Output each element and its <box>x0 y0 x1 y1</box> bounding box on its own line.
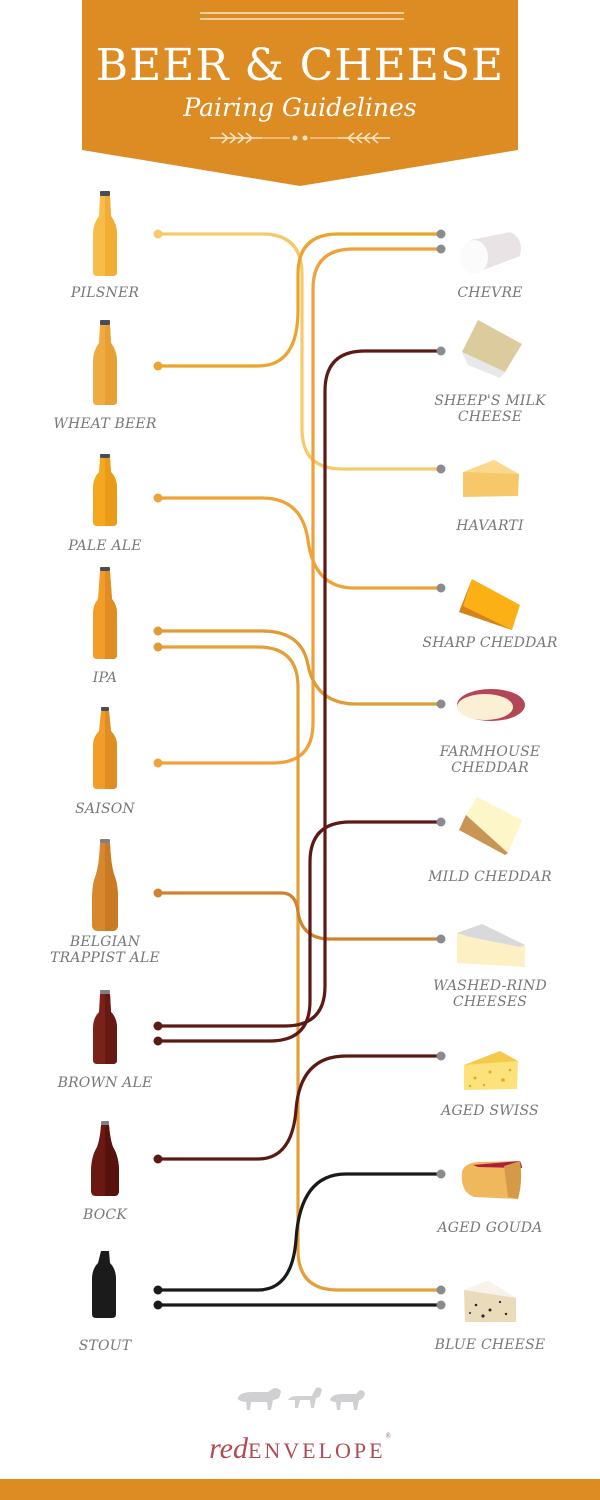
redenvelope-logo[interactable]: redENVELOPE® <box>0 1432 600 1466</box>
line-brownale-mildcheddar <box>156 820 442 1043</box>
cheese-label-washed-rind: WASHED-RIND CHEESES <box>410 978 570 1010</box>
bottle-wheat-beer-icon <box>93 320 117 405</box>
logo-script: red <box>209 1432 248 1465</box>
cheese-farmhouse-cheddar-icon <box>457 689 525 721</box>
banner-shape <box>82 0 518 186</box>
beer-label-ipa: IPA <box>92 670 118 686</box>
beer-label-wheat-beer: WHEAT BEER <box>53 416 157 432</box>
cheese-label-farmhouse-line2: CHEDDAR <box>451 760 529 776</box>
header-banner: BEER & CHEESE Pairing Guidelines <box>82 0 518 186</box>
cheese-endpoints <box>436 229 446 1310</box>
bottle-stout-icon <box>92 1251 116 1318</box>
bottle-pilsner-icon <box>93 191 117 276</box>
cheese-aged-swiss-icon <box>464 1051 518 1090</box>
bottle-bock-icon <box>91 1121 119 1196</box>
logo-caps: ENVELOPE <box>247 1438 386 1463</box>
cheese-label-washed-rind-line2: CHEESES <box>452 994 528 1010</box>
logo-registered-mark: ® <box>385 1432 391 1440</box>
cheese-label-aged-gouda: AGED GOUDA <box>437 1220 543 1236</box>
beer-label-saison: SAISON <box>75 801 135 817</box>
cheese-label-havarti: HAVARTI <box>456 518 524 534</box>
line-bock-agedswiss <box>156 1054 442 1161</box>
cheese-mild-cheddar-icon <box>459 797 522 855</box>
cheese-label-sheeps-milk: SHEEP'S MILK CHEESE <box>410 393 570 425</box>
line-stout-agedgouda <box>156 1172 442 1292</box>
line-paleale-sharpcheddar <box>156 496 442 590</box>
wheat-ornament-icon <box>210 132 390 144</box>
bottle-brown-ale-icon <box>93 990 117 1064</box>
cheese-label-blue-cheese: BLUE CHEESE <box>434 1337 546 1353</box>
line-ipa-bluecheese <box>156 645 442 1292</box>
cheese-label-aged-swiss: AGED SWISS <box>441 1103 539 1119</box>
beer-label-pale-ale: PALE ALE <box>68 538 142 554</box>
bottle-ipa-icon <box>93 567 117 659</box>
beer-label-belgian: BELGIAN TRAPPIST ALE <box>30 934 180 966</box>
cheese-label-chevre: CHEVRE <box>457 285 523 301</box>
cheese-label-mild-cheddar: MILD CHEDDAR <box>428 869 552 885</box>
line-saison-chevre <box>156 247 442 765</box>
cheese-aged-gouda-icon <box>461 1161 522 1199</box>
beer-label-brown-ale: BROWN ALE <box>57 1075 153 1091</box>
cheese-label-washed-rind-line1: WASHED-RIND <box>433 978 547 994</box>
beer-label-bock: BOCK <box>83 1207 127 1223</box>
cheese-blue-cheese-icon <box>464 1281 516 1322</box>
cheese-label-sheeps-milk-line2: CHEESE <box>457 409 523 425</box>
bottle-belgian-trappist-icon <box>92 839 118 931</box>
beer-label-stout: STOUT <box>78 1338 132 1354</box>
cheese-sheeps-milk-icon <box>462 320 522 378</box>
logo-animals-icon <box>237 1387 365 1410</box>
beer-label-belgian-line2: TRAPPIST ALE <box>50 950 160 966</box>
bottle-saison-icon <box>93 707 117 789</box>
beer-endpoints <box>153 229 163 1310</box>
cheese-label-farmhouse-line1: FARMHOUSE <box>439 744 541 760</box>
line-wheat-chevre <box>156 232 442 368</box>
cheese-label-sheeps-milk-line1: SHEEP'S MILK <box>434 393 546 409</box>
cheese-washed-rind-icon <box>457 924 525 967</box>
line-brownale-sheepsmilk <box>156 349 442 1028</box>
beer-label-belgian-line1: BELGIAN <box>69 934 141 950</box>
line-ipa-farmhouse <box>156 629 442 706</box>
beer-label-pilsner: PILSNER <box>70 285 140 301</box>
page-title: BEER & CHEESE <box>95 40 505 91</box>
cheese-havarti-icon <box>463 460 519 497</box>
cheese-label-sharp-cheddar: SHARP CHEDDAR <box>422 635 558 651</box>
page-subtitle: Pairing Guidelines <box>183 93 417 122</box>
line-belgian-washedrind <box>156 891 442 941</box>
cheese-chevre-icon <box>460 232 521 274</box>
footer-bar <box>0 1479 600 1500</box>
cheese-label-farmhouse: FARMHOUSE CHEDDAR <box>410 744 570 776</box>
bottle-pale-ale-icon <box>93 454 117 526</box>
cheese-sharp-cheddar-icon <box>459 579 520 630</box>
